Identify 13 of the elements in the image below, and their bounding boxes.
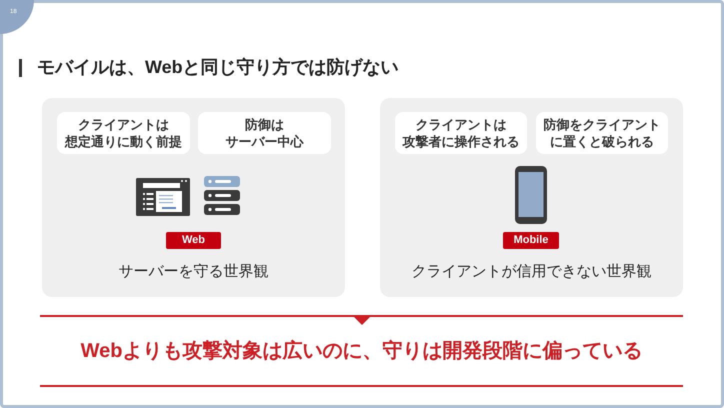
note-text: 防御をクライアントに置くと破られる	[544, 116, 660, 150]
note-text: クライアントは攻撃者に操作される	[402, 116, 520, 150]
category-tag: Mobile	[503, 232, 559, 249]
slide-title: モバイルは、Webと同じ守り方では防げない	[37, 56, 399, 79]
conclusion-band	[40, 315, 683, 387]
panel	[380, 98, 683, 297]
panel	[42, 98, 345, 297]
panel-caption: サーバーを守る世界観	[118, 262, 270, 282]
note-text: 防御はサーバー中心	[226, 116, 304, 150]
category-tag: Web	[166, 232, 221, 249]
panel-caption: クライアントが信用できない世界観	[410, 262, 652, 282]
conclusion-text: Webよりも攻撃対象は広いのに、守りは開発段階に偏っている	[80, 338, 642, 364]
note-text: クライアントは想定通りに動く前提	[65, 116, 182, 150]
